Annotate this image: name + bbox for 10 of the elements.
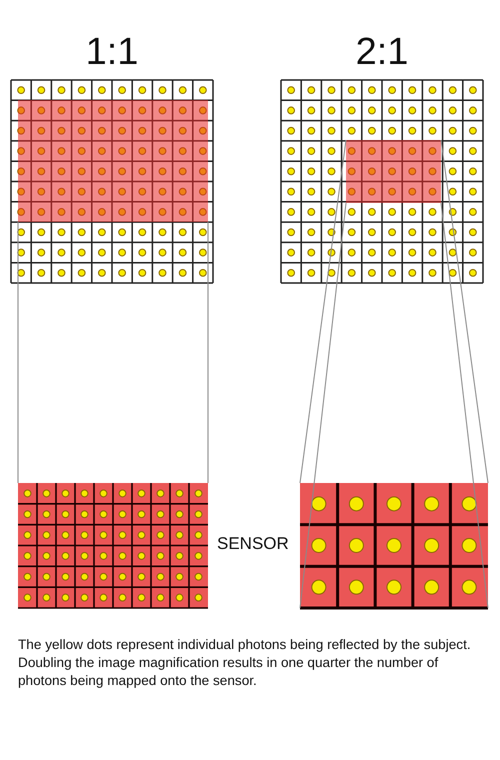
projection-line [300, 140, 346, 484]
caption: The yellow dots represent individual photons being reflected by the subject. Doubling the image magnification results in one quarter the number of photons being mapped onto the sensor. [18, 636, 472, 690]
magnified-area [18, 100, 208, 222]
magnification-heading: 1:1 [86, 32, 138, 72]
sensor-label: SENSOR [217, 534, 289, 554]
projection-line [440, 140, 488, 484]
projection-line [440, 202, 488, 608]
magnification-heading: 2:1 [356, 32, 408, 72]
magnified-area [346, 140, 441, 203]
projection-line [300, 202, 346, 608]
